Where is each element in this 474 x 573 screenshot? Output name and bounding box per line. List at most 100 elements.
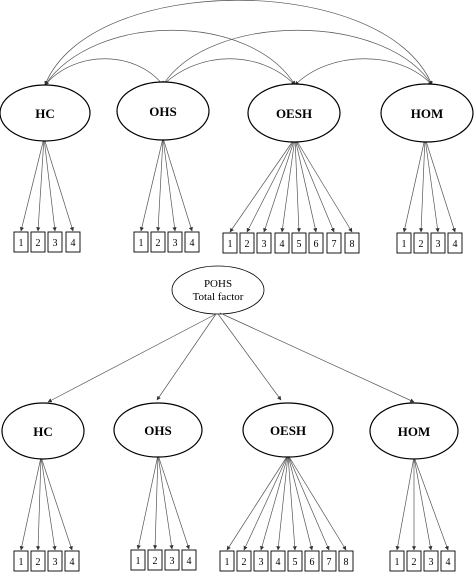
loading-hom-2 [419, 137, 426, 233]
loading-hc-2 [36, 137, 45, 232]
svg-text:7: 7 [327, 557, 332, 568]
factor-label-oesh: OESH [276, 106, 312, 121]
item-b-oesh-4: 4 [270, 550, 286, 572]
item-b-ohs-2: 2 [147, 549, 163, 571]
svg-text:4: 4 [276, 557, 281, 568]
svg-text:7: 7 [332, 239, 337, 250]
factor-b-oesh: OESH [242, 402, 334, 458]
svg-text:2: 2 [36, 557, 41, 568]
factor-b-label-ohs: OHS [144, 423, 171, 438]
item-b-oesh-6: 6 [304, 550, 320, 572]
item-b-oesh-2: 2 [236, 550, 252, 572]
svg-text:2: 2 [36, 238, 41, 249]
loading-b-hc-3 [40, 456, 57, 551]
loading-ohs-3 [162, 137, 177, 232]
item-hom-2: 2 [413, 232, 429, 254]
svg-text:6: 6 [310, 557, 315, 568]
svg-text:1: 1 [136, 556, 141, 567]
loading-b-ohs-2 [153, 454, 159, 550]
loading-hom-1 [402, 137, 426, 233]
item-b-hom-2: 2 [406, 550, 422, 572]
svg-text:1: 1 [395, 557, 400, 568]
svg-text:3: 3 [170, 556, 175, 567]
top-factors: HC OHS OESH HOM [0, 81, 474, 143]
item-b-hom-1: 1 [389, 550, 405, 572]
second-order-loadings [47, 312, 415, 403]
bottom-factors: HC OHS OESH HOM [1, 402, 459, 460]
loading-b-hc-1 [19, 456, 42, 551]
item-oesh-8: 8 [344, 232, 360, 254]
svg-text:8: 8 [344, 557, 349, 568]
svg-text:2: 2 [245, 239, 250, 250]
loading-oesh-8 [294, 137, 353, 233]
loading-hc-1 [19, 137, 45, 232]
loading-oesh-7 [294, 137, 335, 233]
factor-b-hc: HC [1, 402, 85, 460]
loading-b-hom-1 [395, 456, 415, 551]
loading-total-hc [47, 313, 217, 403]
item-oesh-1: 1 [222, 232, 238, 254]
svg-text:1: 1 [402, 239, 407, 250]
factor-hc: HC [0, 84, 91, 142]
item-b-hc-3: 3 [47, 550, 63, 572]
svg-text:2: 2 [156, 238, 161, 249]
svg-text:4: 4 [453, 239, 458, 250]
svg-text:1: 1 [19, 557, 24, 568]
loading-oesh-4 [280, 137, 296, 233]
loading-ohs-2 [156, 137, 164, 232]
top-loadings [19, 137, 456, 233]
loading-oesh-6 [294, 137, 318, 233]
factor-b-label-oesh: OESH [270, 423, 306, 438]
svg-text:5: 5 [297, 239, 302, 250]
svg-text:4: 4 [187, 556, 192, 567]
item-b-oesh-7: 7 [321, 550, 337, 572]
svg-text:1: 1 [19, 238, 24, 249]
bottom-items: 1 2 3 4 1 2 3 4 1 2 3 4 5 6 7 8 1 2 3 4 [13, 549, 456, 572]
svg-text:5: 5 [293, 557, 298, 568]
svg-text:2: 2 [419, 239, 424, 250]
loading-hc-3 [43, 137, 57, 232]
svg-text:3: 3 [429, 557, 434, 568]
loading-hom-3 [424, 137, 440, 233]
correlation-hc-ohs [44, 58, 164, 86]
loading-oesh-2 [246, 137, 296, 233]
item-hc-2: 2 [30, 231, 46, 253]
factor-hom: HOM [380, 83, 474, 143]
correlation-ohs-oesh [162, 58, 296, 86]
item-oesh-4: 4 [274, 232, 290, 254]
correlation-hc-oesh [44, 30, 296, 86]
loading-b-oesh-8 [287, 454, 347, 551]
item-ohs-2: 2 [150, 231, 166, 253]
svg-text:4: 4 [70, 557, 75, 568]
item-b-ohs-1: 1 [130, 549, 146, 571]
correlation-ohs-hom [162, 30, 433, 86]
svg-text:8: 8 [350, 239, 355, 250]
loading-b-ohs-3 [157, 454, 174, 550]
loading-b-hc-4 [40, 456, 73, 551]
svg-text:1: 1 [228, 239, 233, 250]
item-b-oesh-1: 1 [219, 550, 235, 572]
loading-hc-4 [43, 137, 74, 232]
svg-text:3: 3 [173, 238, 178, 249]
item-oesh-3: 3 [256, 232, 272, 254]
loading-b-oesh-1 [226, 454, 289, 551]
item-ohs-3: 3 [167, 231, 183, 253]
item-b-hom-4: 4 [440, 550, 456, 572]
top-items: 1 2 3 4 1 2 3 4 1 2 3 4 5 6 7 8 1 2 3 4 [13, 231, 463, 254]
svg-text:1: 1 [139, 238, 144, 249]
item-b-hc-1: 1 [13, 550, 29, 572]
item-b-hc-4: 4 [64, 550, 80, 572]
total-factor-subtitle: Total factor [193, 291, 244, 303]
loading-b-oesh-2 [243, 454, 289, 551]
factor-b-label-hom: HOM [398, 424, 431, 439]
factor-oesh: OESH [247, 83, 341, 143]
loading-b-ohs-1 [136, 454, 159, 550]
total-factor: POHS Total factor [171, 265, 265, 315]
loading-b-oesh-4 [276, 454, 289, 551]
item-b-ohs-3: 3 [164, 549, 180, 571]
loading-b-hom-4 [413, 456, 449, 551]
svg-text:2: 2 [412, 557, 417, 568]
item-b-oesh-3: 3 [253, 550, 269, 572]
bottom-loadings [19, 454, 449, 551]
